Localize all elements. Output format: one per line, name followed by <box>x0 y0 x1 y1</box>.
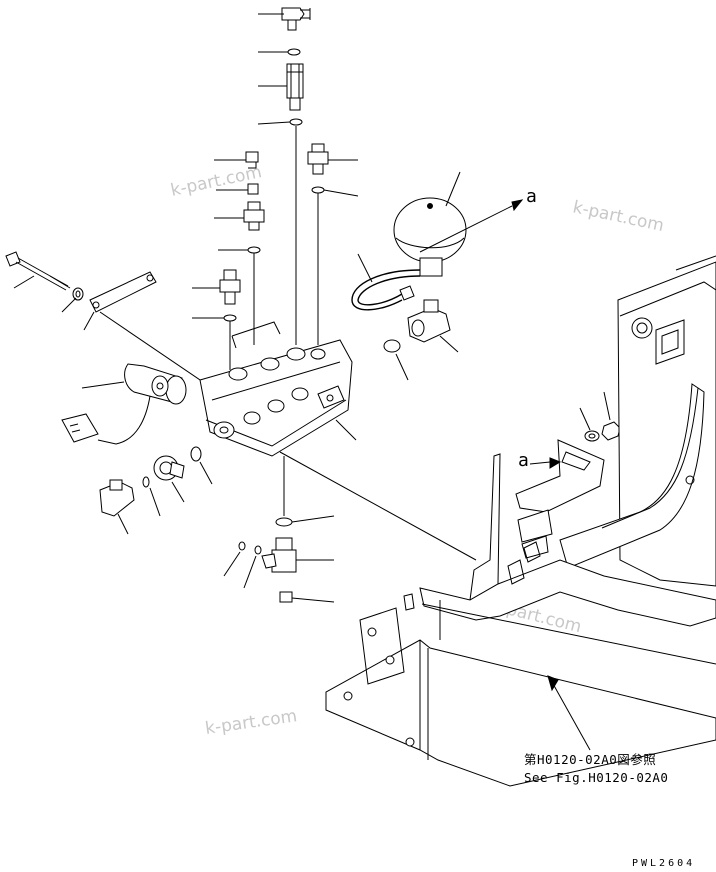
elbow-fitting-top <box>258 7 311 31</box>
o-ring-3 <box>218 246 261 345</box>
connector-fitting-3 <box>307 143 358 175</box>
o-ring-2 <box>257 118 303 126</box>
bracket-plate-small <box>83 271 207 385</box>
elbow-fitting-lower <box>99 479 135 535</box>
connector-fitting-1 <box>214 201 265 231</box>
mounting-bracket: a <box>515 439 605 559</box>
o-ring-lower-4 <box>223 541 262 589</box>
o-ring-lower-1 <box>190 446 213 485</box>
o-ring-5 <box>311 186 359 345</box>
solenoid-coil <box>81 363 187 445</box>
hex-adapter <box>258 63 304 111</box>
electrical-connector <box>61 413 99 443</box>
watermark: k-part.com <box>204 706 298 739</box>
connector-fitting-2 <box>192 269 241 305</box>
nut-right <box>601 391 621 441</box>
o-ring-lower-2 <box>142 476 161 517</box>
valve-block <box>199 321 477 561</box>
accumulator-sphere: a <box>393 171 537 277</box>
screw-small <box>216 183 259 195</box>
o-ring-4 <box>192 314 237 370</box>
plug-flange <box>153 455 185 503</box>
arrow-label-a-bracket: a <box>518 450 529 471</box>
hydraulic-hose <box>351 253 421 311</box>
reference-note-jp: 第H0120-02A0図参照 <box>524 752 656 767</box>
reference-note-en: See Fig.H0120-02A0 <box>524 770 668 785</box>
reference-note: 第H0120-02A0図参照 See Fig.H0120-02A0 <box>524 752 668 785</box>
o-ring-right <box>383 339 409 381</box>
watermark: k-part.com <box>571 197 666 236</box>
washer-right <box>579 407 600 442</box>
elbow-fitting-right <box>407 299 459 353</box>
arrow-label-a-top: a <box>526 186 537 207</box>
plug-small-1 <box>214 151 259 169</box>
long-bolt <box>5 251 71 291</box>
drawing-code: PWL2604 <box>632 858 695 869</box>
console-frame <box>325 255 716 787</box>
pressure-switch <box>261 537 334 573</box>
plug-lower <box>279 591 335 603</box>
o-ring-1 <box>258 48 301 56</box>
o-ring-lower-3 <box>275 515 335 527</box>
washer-left <box>61 287 84 313</box>
